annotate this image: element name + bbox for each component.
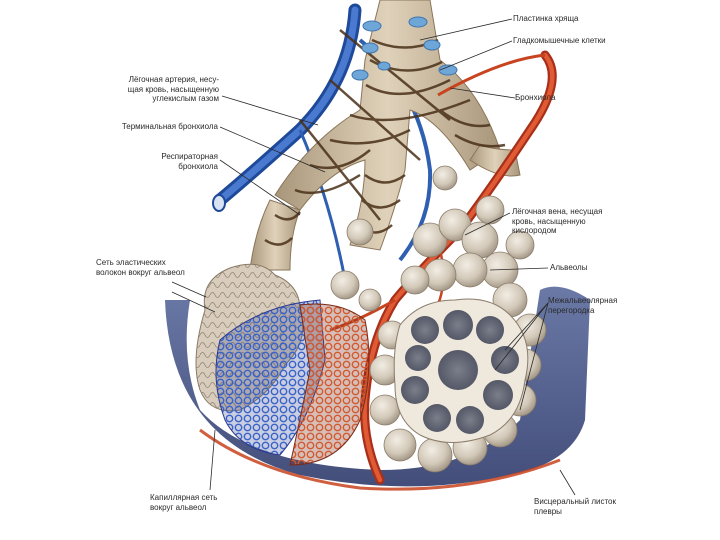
cartilage-plates [351,16,458,81]
label-respiratory-bronchiole: Респираторная бронхиола [161,152,218,171]
label-interalveolar-septum: Межальвеолярная перегородка [548,296,618,315]
label-pulmonary-vein: Лёгочная вена, несущая кровь, насыщенную… [512,207,603,235]
label-bronchiole: Бронхиола [515,93,556,102]
label-terminal-bronchiole: Терминальная бронхиола [121,122,218,131]
label-capillary-network: Капиллярная сеть вокруг альвеол [150,493,218,512]
label-visceral-pleura: Висцеральный листок плевры [534,497,616,516]
leader-lines [171,18,576,496]
label-alveoli: Альвеолы [550,263,588,272]
capillary-network [215,299,370,466]
visceral-pleura-shape [165,286,590,487]
label-elastic-fibers: Сеть эластических волокон вокруг альвеол [96,258,185,277]
bronchial-tree [249,0,521,271]
label-smooth-muscle: Гладкомышечные клетки [513,36,606,45]
label-cartilage-plate: Пластинка хряща [513,14,579,23]
label-pulmonary-artery: Лёгочная артерия, несу- щая кровь, насыщ… [127,75,219,103]
interalveolar-septum-section [393,298,529,443]
